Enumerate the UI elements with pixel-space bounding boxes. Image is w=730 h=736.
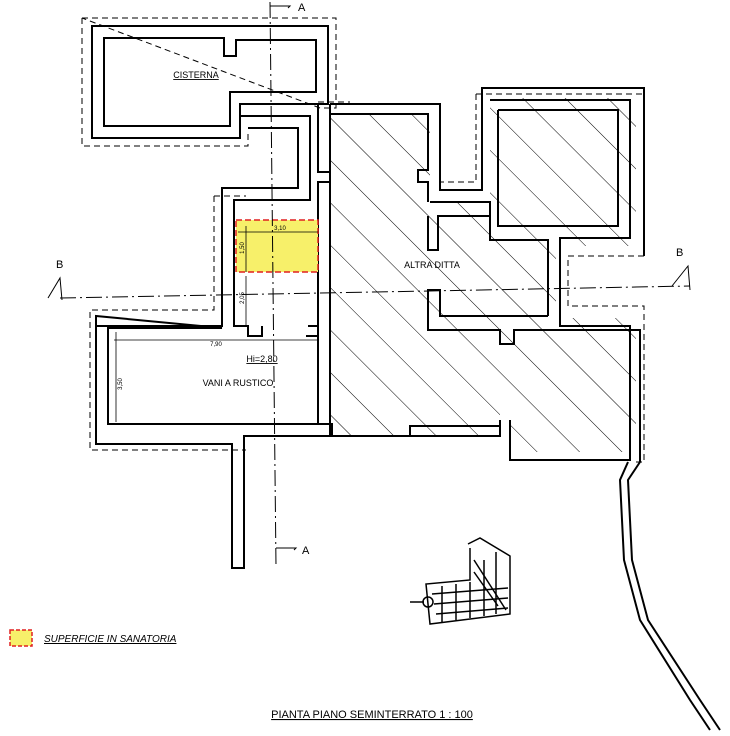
- section-label-a-bottom: A: [302, 545, 310, 557]
- walls: [91, 25, 645, 569]
- legend-label: SUPERFICIE IN SANATORIA: [44, 634, 177, 645]
- legend-swatch: [9, 629, 33, 647]
- section-line-b: [59, 285, 691, 299]
- sanatoria-area: [235, 219, 319, 273]
- dim-rustico-width: 7,90: [210, 342, 222, 348]
- dimension-lines: [114, 226, 318, 422]
- section-label-b-right: B: [676, 247, 683, 259]
- drawing-title: PIANTA PIANO SEMINTERRATO 1 : 100: [271, 709, 473, 721]
- section-markers: [47, 5, 691, 551]
- dim-corridor-depth: 2,05: [240, 292, 246, 304]
- section-label-b-left: B: [56, 259, 63, 271]
- dim-sanatoria-depth: 1,50: [240, 242, 246, 254]
- stair: [410, 537, 511, 625]
- external-wall-tail: [618, 461, 721, 731]
- section-line-a: [269, 1, 277, 567]
- room-label-cisterna: CISTERNA: [173, 70, 219, 80]
- section-label-a-top: A: [298, 2, 306, 14]
- room-label-altra-ditta: ALTRA DITTA: [404, 260, 460, 270]
- room-label-vani-rustico: VANI A RUSTICO: [203, 378, 274, 388]
- ceiling-height-label: Hi=2,80: [246, 354, 277, 364]
- dim-sanatoria-width: 3,10: [274, 226, 286, 232]
- dim-rustico-depth: 3,50: [118, 378, 124, 390]
